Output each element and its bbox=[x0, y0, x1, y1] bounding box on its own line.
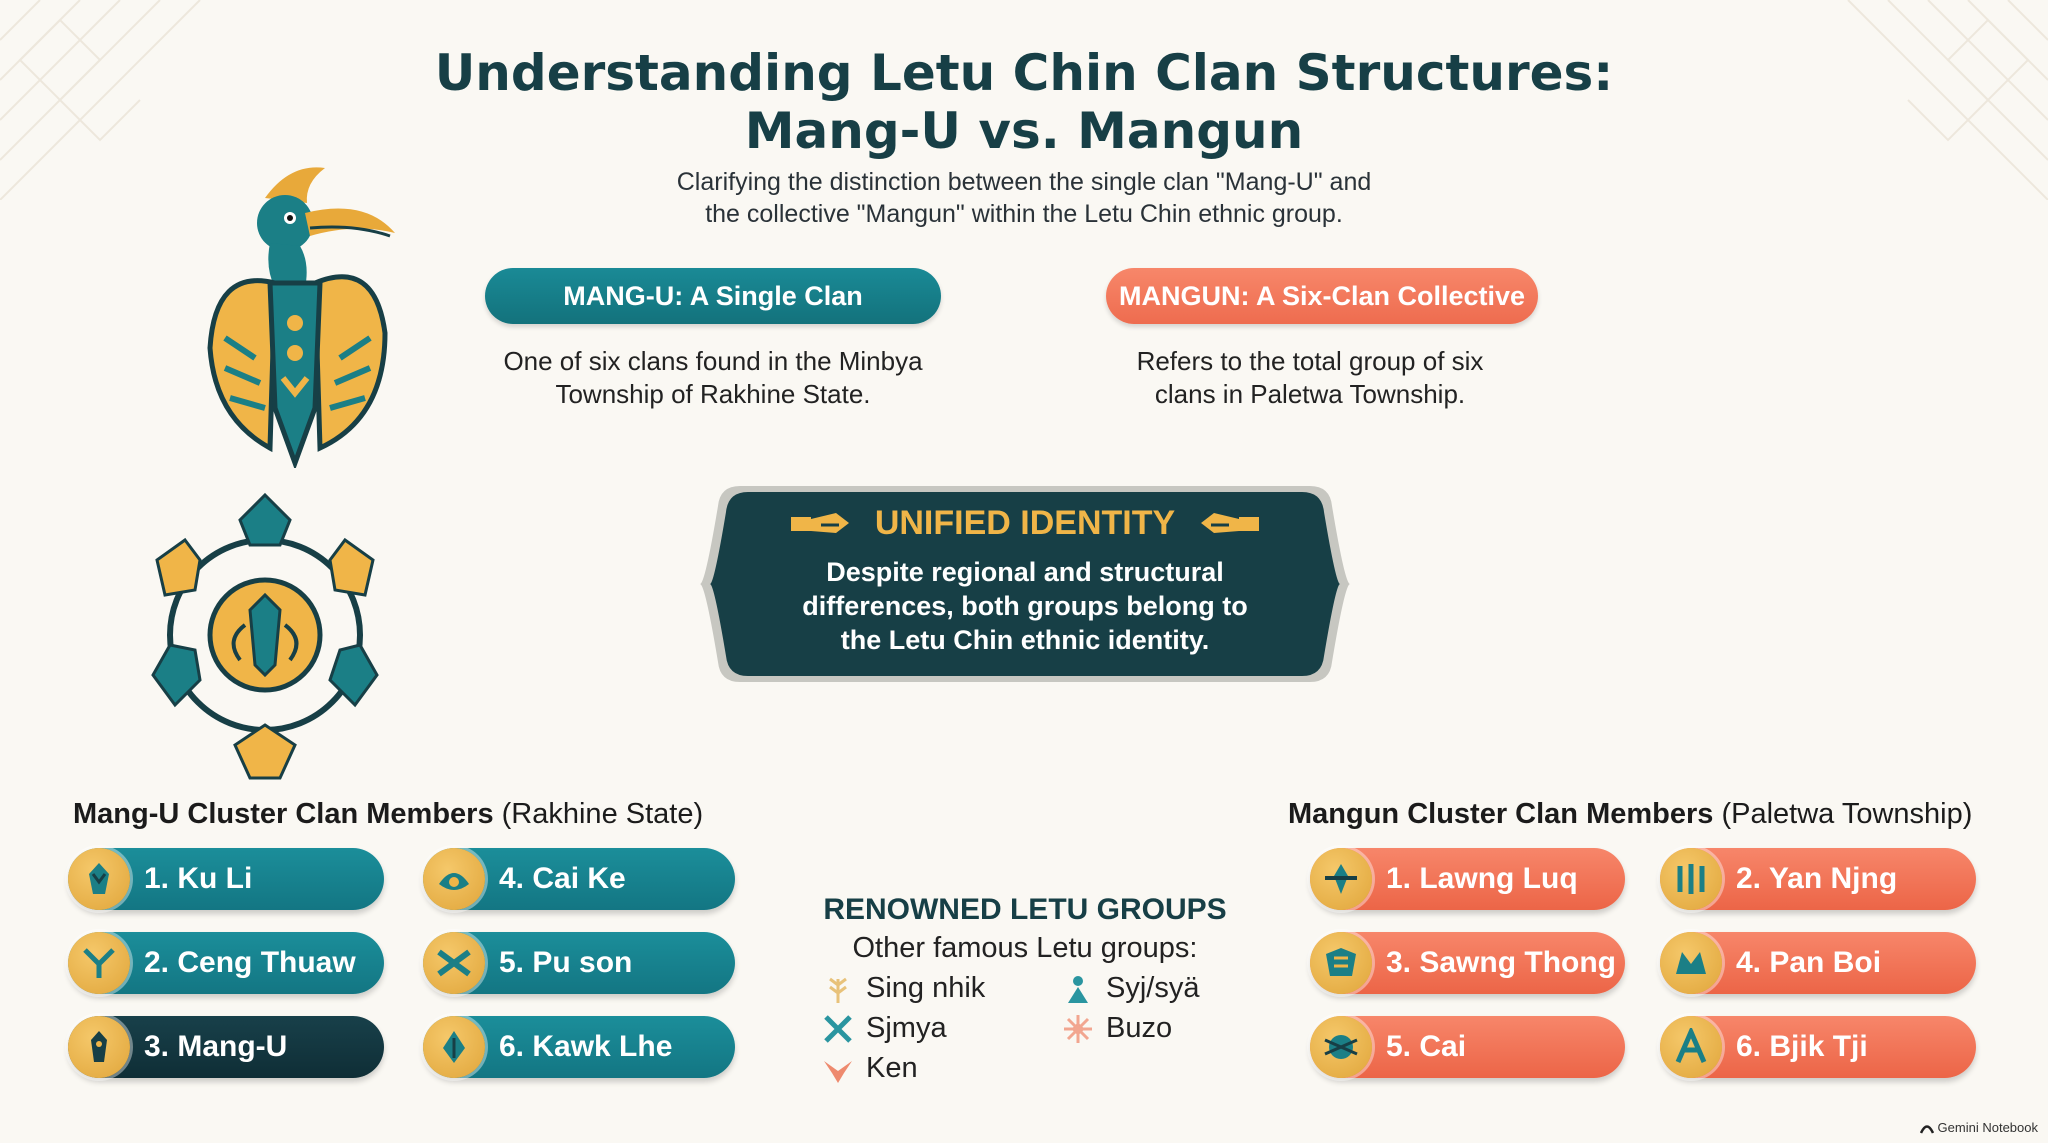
mangun-description-line-2: clans in Paletwa Township. bbox=[1154, 379, 1466, 409]
group-name: Sjmya bbox=[866, 1012, 947, 1044]
renowned-group-3: Ken bbox=[822, 1052, 918, 1085]
mangun-description-line-1: Refers to the total group of six bbox=[1136, 346, 1484, 376]
renowned-group-1: Sing nhik bbox=[822, 972, 985, 1005]
mangun-description: Refers to the total group of six clans i… bbox=[1060, 345, 1560, 411]
clan-emblem-icon bbox=[1310, 848, 1372, 910]
page-subtitle: Clarifying the distinction between the s… bbox=[0, 166, 2048, 230]
corner-pattern-left bbox=[0, 0, 201, 200]
unified-identity-text: Despite regional and structural differen… bbox=[760, 555, 1290, 657]
page-title: Understanding Letu Chin Clan Structures:… bbox=[0, 44, 2048, 160]
flower-icon bbox=[1064, 1014, 1092, 1043]
mangu-clan-6: 6. Kawk Lhe bbox=[423, 1016, 735, 1078]
mangu-single-clan-pill: MANG-U: A Single Clan bbox=[485, 268, 941, 324]
clan-name: 1. Ku Li bbox=[144, 862, 253, 895]
group-name: Syj/syä bbox=[1106, 972, 1200, 1004]
clan-emblem-icon bbox=[68, 1016, 130, 1078]
clan-emblem-icon bbox=[1660, 932, 1722, 994]
mangun-clan-3: 3. Sawng Thong bbox=[1310, 932, 1625, 994]
clan-name: 4. Pan Boi bbox=[1736, 946, 1882, 979]
clan-emblem-icon bbox=[1660, 1016, 1722, 1078]
unified-line-2: differences, both groups belong to bbox=[802, 591, 1248, 621]
clan-name: 2. Ceng Thuaw bbox=[144, 946, 356, 979]
clan-name: 5. Pu son bbox=[499, 946, 633, 979]
mangu-cluster-heading-region: (Rakhine State) bbox=[493, 798, 704, 830]
clan-name: 3. Mang-U bbox=[144, 1030, 288, 1063]
unified-line-3: the Letu Chin ethnic identity. bbox=[840, 625, 1210, 655]
clan-name: 6. Bjik Tji bbox=[1736, 1030, 1868, 1063]
clan-emblem-icon bbox=[1660, 848, 1722, 910]
unified-line-1: Despite regional and structural bbox=[826, 557, 1224, 587]
renowned-group-5: Buzo bbox=[1062, 1012, 1172, 1045]
mangun-clan-6: 6. Bjik Tji bbox=[1660, 1016, 1976, 1078]
mangu-clan-1: 1. Ku Li bbox=[68, 848, 384, 910]
mangun-cluster-heading-bold: Mangun Cluster Clan Members bbox=[1288, 798, 1714, 830]
subtitle-line-2: the collective "Mangun" within the Letu … bbox=[705, 200, 1343, 228]
notebook-logo-icon bbox=[1919, 1124, 1934, 1134]
corner-pattern-right bbox=[1847, 0, 2048, 200]
mangu-description-line-2: Township of Rakhine State. bbox=[555, 379, 871, 409]
mangun-clan-4: 4. Pan Boi bbox=[1660, 932, 1976, 994]
mangu-clan-3: 3. Mang-U bbox=[68, 1016, 384, 1078]
footer-watermark: Gemini Notebook bbox=[1919, 1120, 2038, 1135]
group-name: Sing nhik bbox=[866, 972, 986, 1004]
mangun-cluster-heading: Mangun Cluster Clan Members (Paletwa Tow… bbox=[1288, 798, 1972, 831]
footer-text: Gemini Notebook bbox=[1937, 1120, 2038, 1135]
clan-name: 3. Sawng Thong bbox=[1386, 946, 1616, 979]
mangu-clan-4: 4. Cai Ke bbox=[423, 848, 735, 910]
mangu-description-line-1: One of six clans found in the Minbya bbox=[503, 346, 923, 376]
handshake-icon bbox=[790, 512, 849, 533]
group-name: Ken bbox=[866, 1052, 918, 1084]
mangu-description: One of six clans found in the Minbya Tow… bbox=[460, 345, 966, 411]
title-line-2: Mang-U vs. Mangun bbox=[744, 102, 1304, 160]
clan-name: 6. Kawk Lhe bbox=[499, 1030, 673, 1063]
clan-emblem-icon bbox=[68, 848, 130, 910]
mangu-cluster-heading: Mang-U Cluster Clan Members (Rakhine Sta… bbox=[73, 798, 703, 831]
clan-name: 1. Lawng Luq bbox=[1386, 862, 1578, 895]
clan-emblem-icon bbox=[68, 932, 130, 994]
clan-emblem-icon bbox=[423, 848, 485, 910]
renowned-groups-subtitle: Other famous Letu groups: bbox=[852, 932, 1198, 964]
mangun-clan-2: 2. Yan Njng bbox=[1660, 848, 1976, 910]
mangun-clan-1: 1. Lawng Luq bbox=[1310, 848, 1625, 910]
mangun-cluster-heading-region: (Paletwa Township) bbox=[1713, 798, 1973, 830]
renowned-groups-title: RENOWNED LETU GROUPS bbox=[823, 893, 1227, 926]
bird-icon bbox=[824, 1060, 852, 1083]
mangu-cluster-heading-bold: Mang-U Cluster Clan Members bbox=[73, 798, 494, 830]
renowned-group-2: Sjmya bbox=[822, 1012, 947, 1045]
unified-identity-banner bbox=[700, 486, 1350, 682]
clan-name: 5. Cai bbox=[1386, 1030, 1467, 1063]
unified-identity-heading: UNIFIED IDENTITY bbox=[700, 504, 1350, 543]
clan-emblem-icon bbox=[423, 932, 485, 994]
clan-emblem-icon bbox=[1310, 932, 1372, 994]
unified-identity-title: UNIFIED IDENTITY bbox=[874, 504, 1176, 542]
clan-name: 2. Yan Njng bbox=[1736, 862, 1898, 895]
handshake-icon bbox=[1201, 512, 1260, 533]
group-name: Buzo bbox=[1106, 1012, 1173, 1044]
crossed-weave-icon bbox=[824, 1014, 852, 1043]
figure-icon bbox=[1068, 975, 1088, 1003]
mangun-clan-5: 5. Cai bbox=[1310, 1016, 1625, 1078]
clan-emblem-icon bbox=[423, 1016, 485, 1078]
mangun-collective-pill: MANGUN: A Six-Clan Collective bbox=[1106, 268, 1538, 324]
subtitle-line-1: Clarifying the distinction between the s… bbox=[676, 168, 1372, 196]
title-line-1: Understanding Letu Chin Clan Structures: bbox=[434, 44, 1614, 102]
hornbill-emblem-icon bbox=[207, 167, 395, 468]
mangu-clan-2: 2. Ceng Thuaw bbox=[68, 932, 384, 994]
mangu-clan-5: 5. Pu son bbox=[423, 932, 735, 994]
wheat-icon bbox=[829, 977, 847, 1003]
renowned-group-4: Syj/syä bbox=[1062, 972, 1199, 1005]
clan-emblem-icon bbox=[1310, 1016, 1372, 1078]
clan-name: 4. Cai Ke bbox=[499, 862, 626, 895]
clan-circle-emblem-icon bbox=[151, 492, 379, 780]
